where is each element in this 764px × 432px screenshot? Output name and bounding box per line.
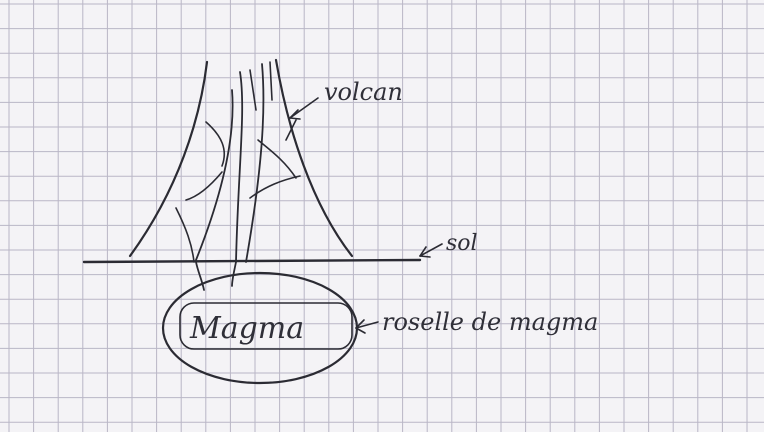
volcano-left-slope [130, 62, 207, 256]
volcano-label: volcan [324, 78, 403, 106]
conduit-center [236, 72, 242, 262]
ground-label: sol [446, 231, 478, 256]
magma-chamber-label: roselle de magma [382, 308, 598, 336]
crack-right-upper [258, 140, 296, 178]
annotation-arrows [290, 98, 442, 333]
conduit-top-branch-2 [270, 62, 272, 100]
ground-line [84, 260, 420, 262]
conduit-left [196, 90, 233, 260]
crack-left-lower [176, 208, 194, 262]
crack-left-upper [206, 122, 224, 166]
magma-label: Magma [189, 311, 304, 346]
